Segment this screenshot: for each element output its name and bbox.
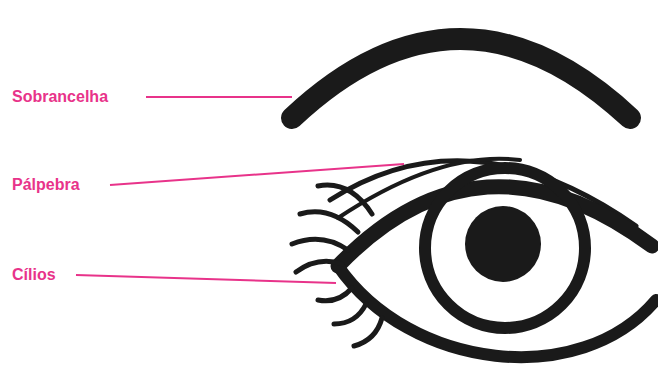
part-label: Cílios — [12, 266, 56, 284]
pupil — [465, 206, 541, 282]
part-label: Sobrancelha — [12, 88, 108, 106]
leader-lines — [76, 97, 404, 283]
iris — [425, 168, 585, 328]
eyelashes — [292, 185, 382, 346]
eyebrow — [292, 39, 630, 118]
part-label: Pálpebra — [12, 176, 80, 194]
